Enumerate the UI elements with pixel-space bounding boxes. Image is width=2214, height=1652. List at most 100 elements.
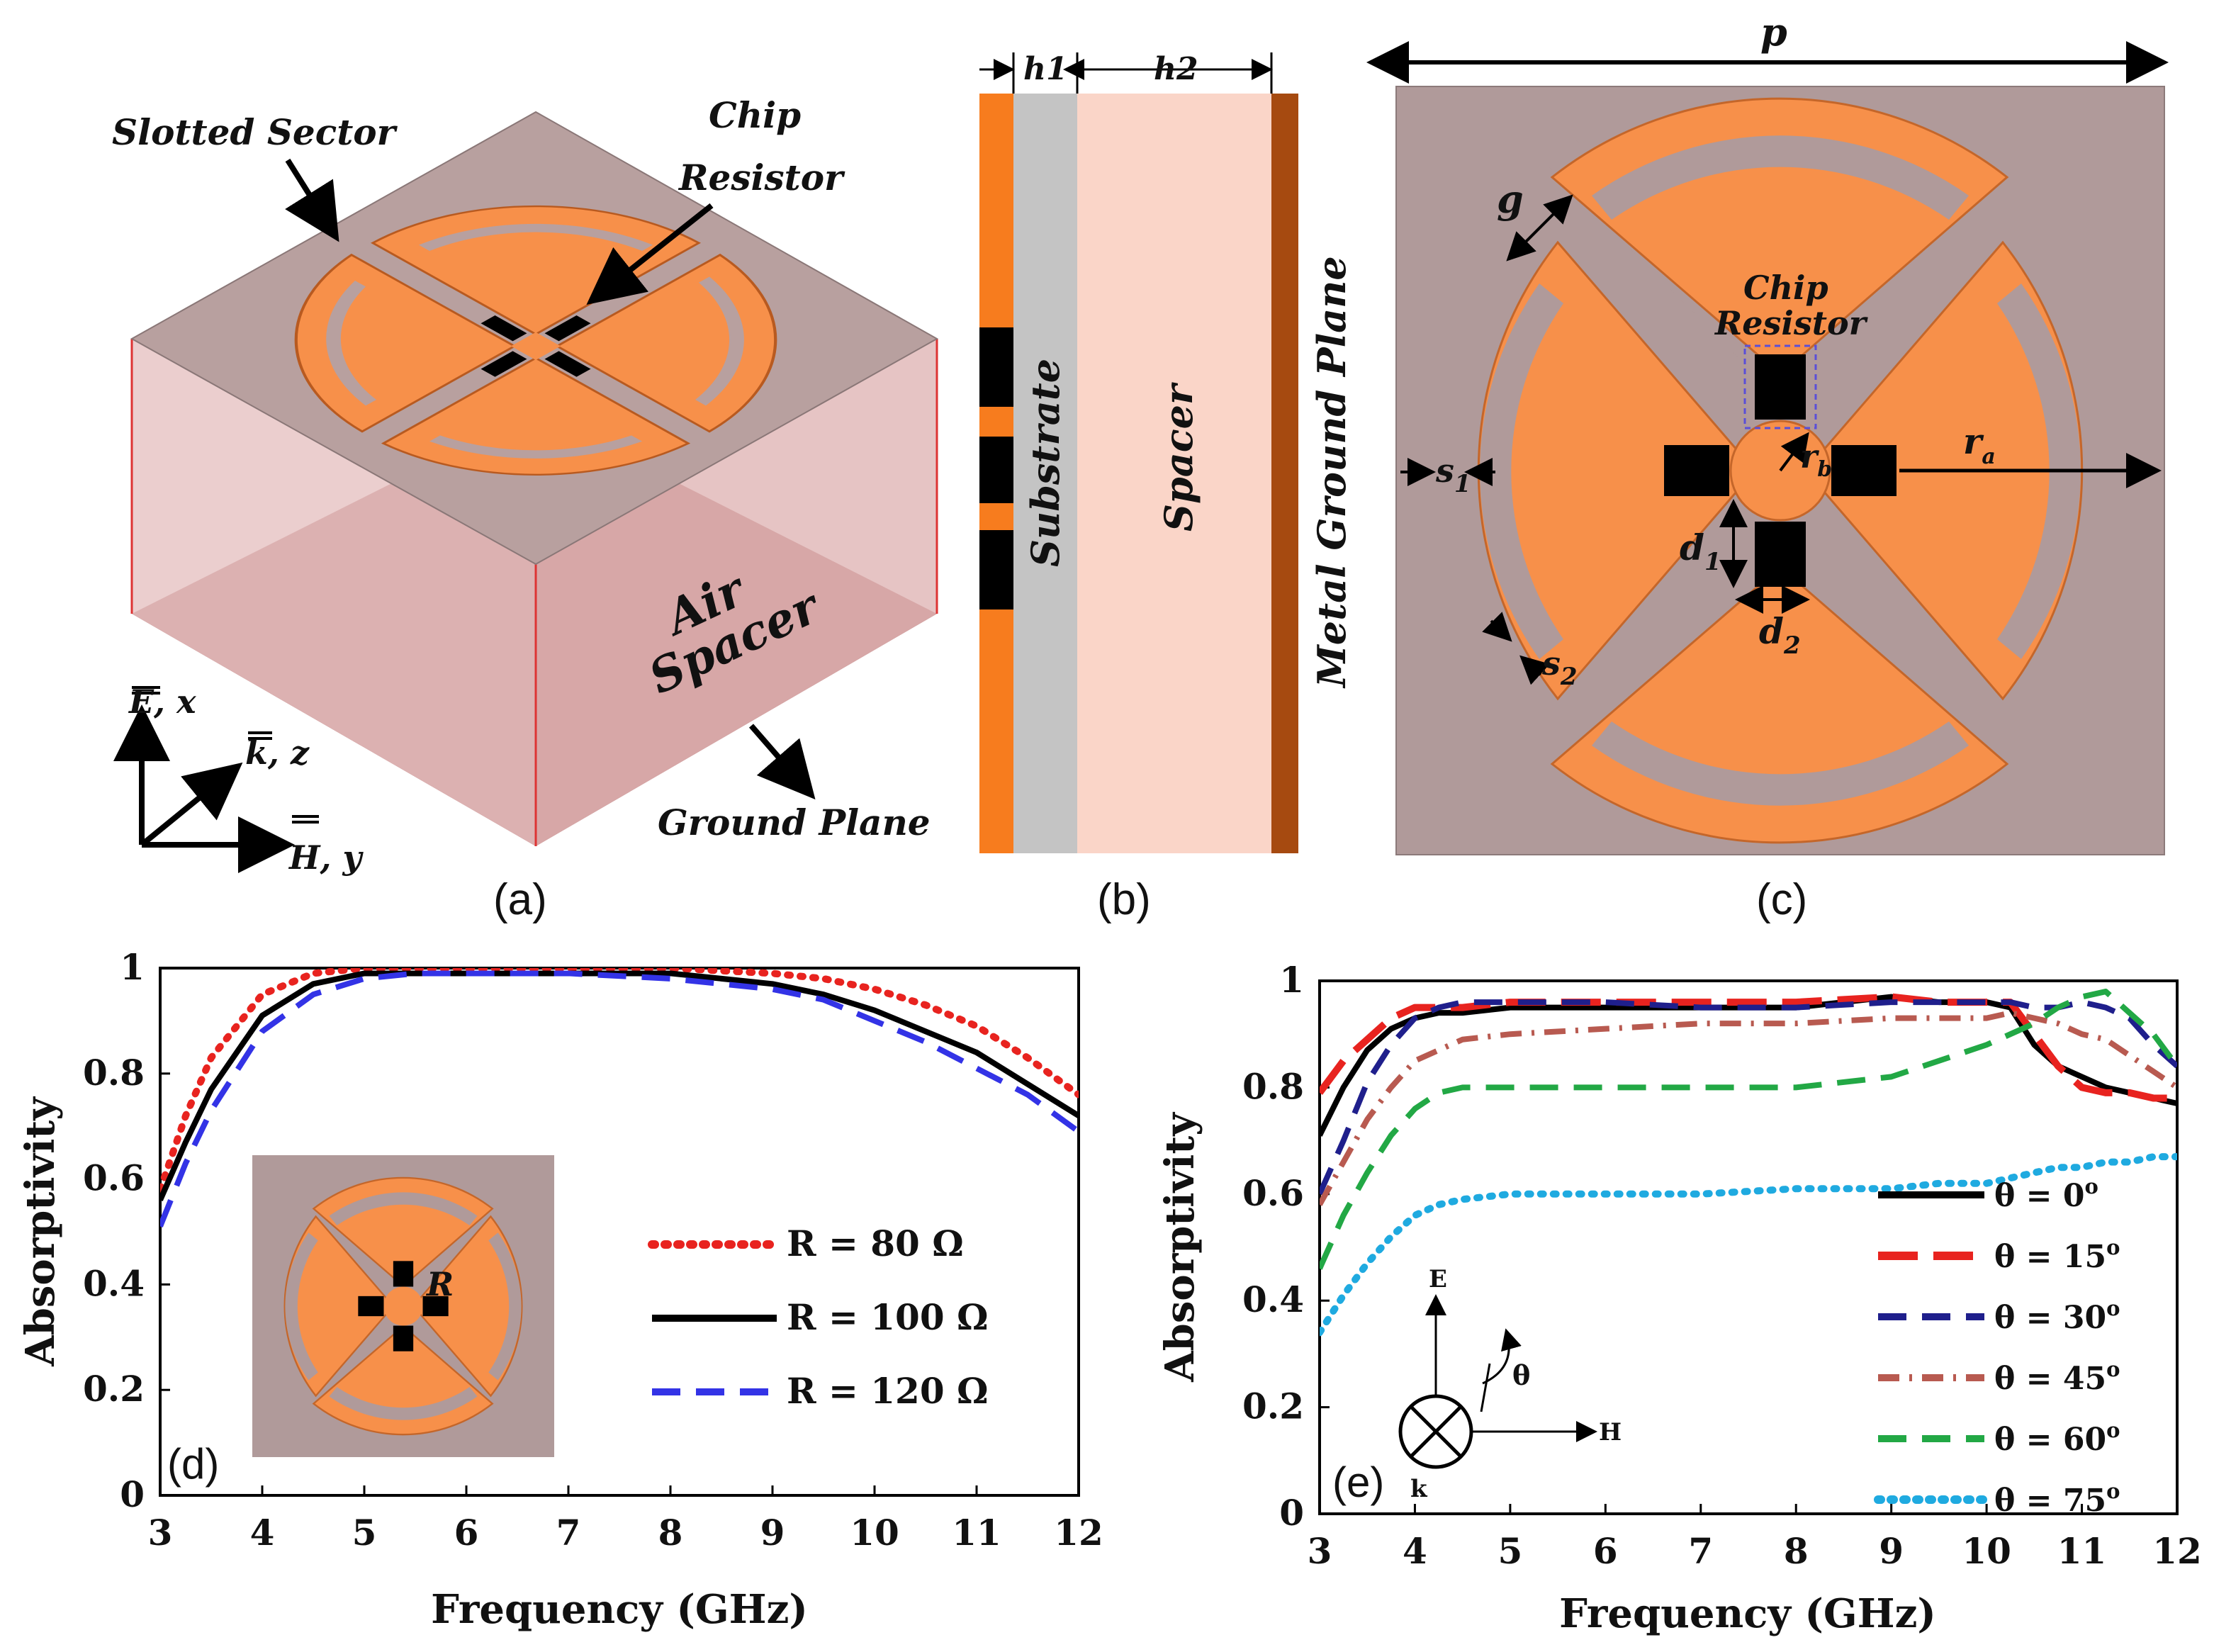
y-tick-label: 0: [1279, 1492, 1304, 1534]
y-tick-label: 0.2: [83, 1368, 145, 1410]
d1-label: d1: [1680, 527, 1721, 576]
x-tick-label: 10: [850, 1512, 899, 1553]
s2-label: s2: [1541, 644, 1578, 691]
ra-label: ra: [1963, 420, 1996, 469]
slot-top: [1592, 135, 1969, 220]
inset-theta-label: θ: [1512, 1359, 1530, 1391]
slot-left: [1479, 283, 1563, 659]
legend-label: θ = 15o: [1994, 1235, 2120, 1275]
x-tick-label: 12: [1054, 1512, 1103, 1553]
panel-d-chart: 3 4 5 6 7 8 9 10 11 12 0 0.2 0.4 0.6 0.8 1: [17, 946, 1103, 1633]
resistor-label-c: Resistor: [1714, 304, 1869, 342]
inset-e-label: E: [1429, 1265, 1447, 1293]
legend-label: θ = 75o: [1994, 1479, 2120, 1519]
x-tick-label: 7: [556, 1512, 581, 1553]
metal-ground-layer: [1271, 94, 1298, 853]
series-line: [1320, 993, 2177, 1102]
y-tick-label: 0.8: [1242, 1065, 1304, 1107]
legend-label: θ = 30o: [1994, 1296, 2120, 1336]
air-spacer-left-wall: [132, 339, 536, 846]
series-line: [1320, 994, 2177, 1137]
y-tick-label: 0.2: [1242, 1386, 1304, 1427]
d-xlabel: Frequency (GHz): [431, 1586, 808, 1633]
resistor-label-a: Resistor: [678, 157, 845, 198]
inset-k-label: k: [1410, 1475, 1428, 1503]
axis-k-label: k, z: [245, 734, 310, 772]
metal-ground-plane-label: Metal Ground Plane: [1309, 256, 1354, 689]
x-tick-label: 9: [1879, 1530, 1904, 1572]
x-tick-label: 6: [454, 1512, 479, 1553]
top-pattern: [294, 205, 777, 476]
y-tick-label: 0.6: [83, 1157, 145, 1199]
caption-c: (c): [1756, 875, 1807, 924]
axis-e-label: E, x: [128, 682, 196, 721]
series-line: [1320, 999, 2177, 1196]
y-tick-label: 0.8: [83, 1052, 145, 1094]
x-tick-label: 5: [1497, 1530, 1522, 1572]
chip-label-a: Chip: [709, 94, 801, 136]
d-ylabel: Absorptivity: [17, 1096, 64, 1367]
inset-h-label: H: [1599, 1418, 1622, 1446]
y-tick-label: 0.4: [1242, 1279, 1304, 1320]
panel-c: p g Chip Resistor s1 rb ra d1 d2 s2 (c): [1366, 9, 2169, 924]
x-tick-label: 11: [952, 1512, 1001, 1553]
x-tick-label: 12: [2152, 1530, 2202, 1572]
panel-b: h1 h2 Substrate Spacer Metal Ground Plan…: [979, 51, 1354, 924]
axes-indicator: [113, 704, 295, 873]
chip-label-c: Chip: [1743, 269, 1828, 307]
x-tick-label: 8: [1784, 1530, 1809, 1572]
h2-label: h2: [1154, 51, 1198, 87]
inset-r-label: R: [425, 1265, 454, 1303]
h1-label: h1: [1023, 51, 1068, 87]
y-tick-label: 0: [120, 1473, 145, 1515]
chip-resistor-a: [511, 332, 561, 361]
g-label: g: [1497, 176, 1524, 222]
y-tick-label: 0.6: [1242, 1172, 1304, 1214]
series-line: [160, 968, 1079, 1193]
x-tick-label: 9: [760, 1512, 785, 1553]
slot-right: [1997, 283, 2081, 659]
x-tick-label: 4: [1403, 1530, 1427, 1572]
panel-a: Slotted Sector Chip Resistor Air Spacer …: [112, 94, 939, 924]
d2-label: d2: [1759, 610, 1801, 660]
legend-label: θ = 60o: [1994, 1418, 2120, 1458]
x-tick-label: 3: [148, 1512, 173, 1553]
legend-label: R = 100 Ω: [787, 1296, 989, 1338]
caption-b: (b): [1097, 875, 1151, 924]
panel-d-caption: (d): [167, 1440, 219, 1488]
chip-resistor-highlight: [1743, 344, 1817, 429]
p-label: p: [1760, 9, 1787, 55]
y-tick-label: 1: [1279, 959, 1304, 1001]
e-xlabel: Frequency (GHz): [1559, 1590, 1936, 1637]
x-tick-label: 5: [352, 1512, 377, 1553]
s1-label: s1: [1435, 451, 1471, 498]
series-line: [1320, 1010, 2177, 1206]
x-tick-label: 3: [1308, 1530, 1332, 1572]
spacer-layer: [1077, 94, 1271, 853]
legend-label: θ = 45o: [1994, 1357, 2120, 1397]
legend-label: R = 120 Ω: [787, 1370, 989, 1412]
rb-label: rb: [1800, 437, 1832, 482]
caption-a: (a): [493, 875, 547, 924]
series-line: [1320, 989, 2177, 1270]
panel-e-caption: (e): [1332, 1459, 1384, 1506]
x-tick-label: 8: [658, 1512, 683, 1553]
series-line: [1320, 1153, 2177, 1337]
x-tick-label: 4: [250, 1512, 275, 1553]
spacer-label-b: Spacer: [1156, 382, 1201, 532]
x-tick-label: 6: [1593, 1530, 1618, 1572]
y-tick-label: 0.4: [83, 1262, 145, 1304]
legend-label: R = 80 Ω: [787, 1223, 964, 1264]
x-tick-label: 10: [1962, 1530, 2011, 1572]
y-tick-label: 1: [120, 946, 145, 988]
x-tick-label: 7: [1688, 1530, 1713, 1572]
slotted-sector-label: Slotted Sector: [112, 111, 398, 153]
incidence-inset: E H k θ: [1398, 1265, 1622, 1503]
series-line: [160, 970, 1079, 1228]
axis-h-label: H, y: [288, 838, 364, 877]
air-spacer-right-wall: [536, 339, 937, 846]
substrate-layer: [1013, 94, 1077, 853]
